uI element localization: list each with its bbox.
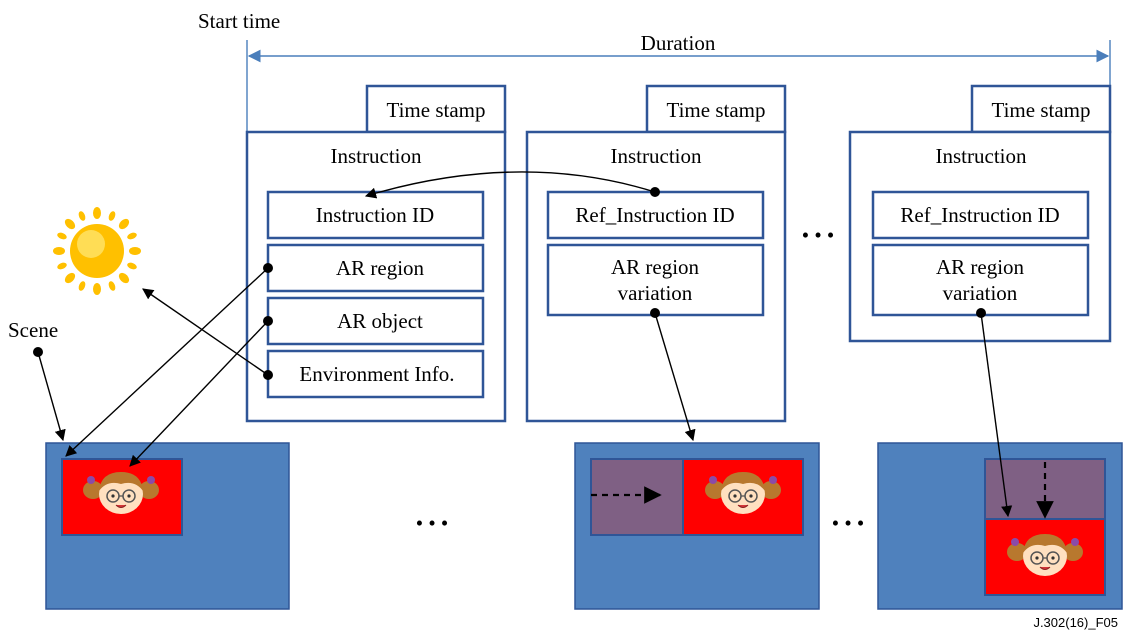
scene-pointer-arrow: [37, 351, 66, 442]
time-stamp-label: Time stamp: [387, 98, 486, 122]
scene-frame-3: [877, 442, 1123, 610]
ref-instruction-id-label: Ref_Instruction ID: [575, 203, 734, 227]
scene-frame-1: [45, 442, 290, 610]
ellipsis-scenes-1: • • •: [416, 511, 449, 535]
figure-id: J.302(16)_F05: [1033, 615, 1118, 630]
instruction-label: Instruction: [331, 144, 422, 168]
environment-info-label: Environment Info.: [299, 362, 454, 386]
ellipsis-scenes-2: • • •: [832, 511, 865, 535]
scene-frame-2: [574, 442, 820, 610]
ref-instruction-id-label: Ref_Instruction ID: [900, 203, 1059, 227]
sun-icon: [53, 207, 141, 295]
ar-region-variation-line2: variation: [943, 281, 1018, 305]
instruction-label: Instruction: [936, 144, 1027, 168]
instruction-label: Instruction: [611, 144, 702, 168]
ar-region-label: AR region: [336, 256, 425, 280]
instruction-block-3: Time stamp Instruction Ref_Instruction I…: [848, 84, 1112, 343]
instruction-block-1: Time stamp Instruction Instruction ID AR…: [245, 84, 507, 423]
start-time-label: Start time: [198, 9, 280, 33]
duration-label: Duration: [641, 31, 716, 55]
time-stamp-label: Time stamp: [667, 98, 766, 122]
ar-region-variation-line1: AR region: [936, 255, 1025, 279]
time-stamp-label: Time stamp: [992, 98, 1091, 122]
ar-region-variation-line2: variation: [618, 281, 693, 305]
instruction-id-label: Instruction ID: [316, 203, 434, 227]
ar-region-variation-line1: AR region: [611, 255, 700, 279]
ellipsis-instructions: • • •: [802, 223, 835, 247]
instruction-block-2: Time stamp Instruction Ref_Instruction I…: [525, 84, 787, 423]
scene-label: Scene: [8, 318, 58, 342]
ar-object-label: AR object: [337, 309, 423, 333]
connectors: [65, 171, 1013, 518]
